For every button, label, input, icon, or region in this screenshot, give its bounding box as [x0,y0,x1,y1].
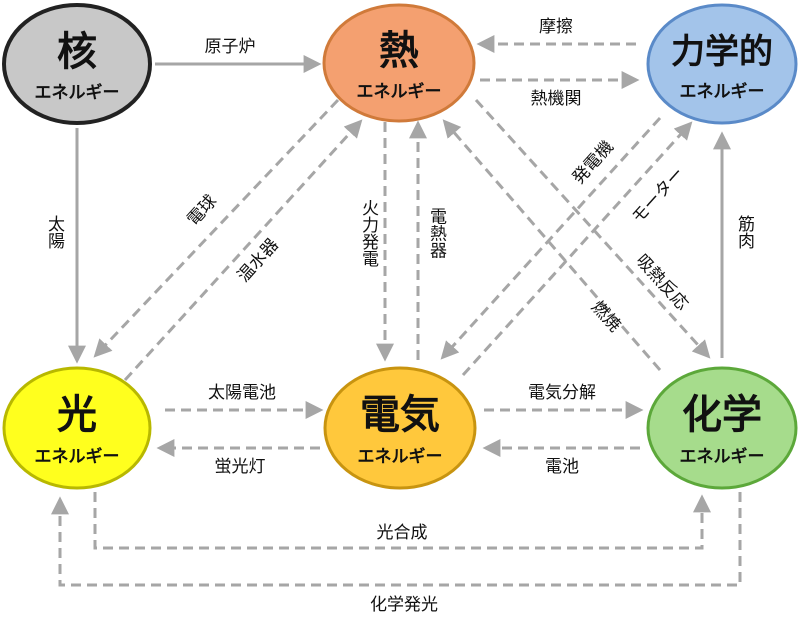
node-heat-title: 熱 [379,28,419,74]
label-motor: モーター [628,164,688,228]
node-nuclear-shape [2,3,152,125]
edges [68,55,731,364]
label-fluorescent: 蛍光灯 [215,457,266,477]
node-electric: 電気 エネルギー [323,366,477,490]
label-muscle: 筋肉 [734,215,755,249]
node-nuclear-subtitle: エネルギー [35,83,120,103]
node-nuclear-title: 核 [57,29,97,75]
node-mechanical-subtitle: エネルギー [680,82,765,102]
node-chemical: 化学 エネルギー [646,366,798,490]
node-light: 光 エネルギー [2,366,152,490]
edge-chemiluminescence-arrow [51,492,742,587]
node-heat: 熱 エネルギー [322,3,476,123]
edge-endothermic-arrow [474,98,711,359]
node-mechanical-title: 力学的 [671,32,773,72]
label-thermal-power: 火力発電 [358,199,379,267]
label-electrolysis: 電気分解 [528,383,596,403]
node-chemical-shape [646,366,798,490]
node-mechanical-shape [646,3,798,125]
node-electric-title: 電気 [360,392,440,438]
node-electric-shape [323,366,477,490]
node-electric-subtitle: エネルギー [358,447,443,467]
label-light-bulb: 電球 [183,191,221,230]
label-chemiluminescence: 化学発光 [370,595,438,615]
node-heat-subtitle: エネルギー [357,82,442,102]
edge-motor-arrow [461,121,693,377]
label-friction: 摩擦 [539,17,573,37]
label-heat-engine: 熱機関 [531,89,582,109]
node-chemical-subtitle: エネルギー [680,447,765,467]
node-nuclear: 核 エネルギー [2,3,152,125]
label-water-heater: 温水器 [234,235,283,286]
label-sun: 太陽 [44,215,65,250]
edges-dashed [51,35,742,587]
edge-water-heater-arrow [123,119,363,382]
edge-combustion-arrow [442,119,662,371]
node-light-shape [2,366,152,490]
label-heater: 電熱器 [426,208,447,259]
edge-photosynthesis-arrow [93,492,711,550]
label-combustion: 燃焼 [587,297,625,336]
node-light-subtitle: エネルギー [35,447,120,467]
label-photosynthesis: 光合成 [377,523,428,543]
edge-light-bulb-arrow [93,98,340,358]
node-mechanical: 力学的 エネルギー [646,3,798,125]
node-heat-shape [322,3,476,123]
label-battery: 電池 [545,457,579,477]
label-solar-cell: 太陽電池 [208,383,276,403]
node-chemical-title: 化学 [682,392,762,438]
label-reactor: 原子炉 [205,37,256,57]
edge-generator-arrow [440,116,662,360]
label-generator: 発電機 [569,137,618,188]
node-light-title: 光 [57,392,97,438]
